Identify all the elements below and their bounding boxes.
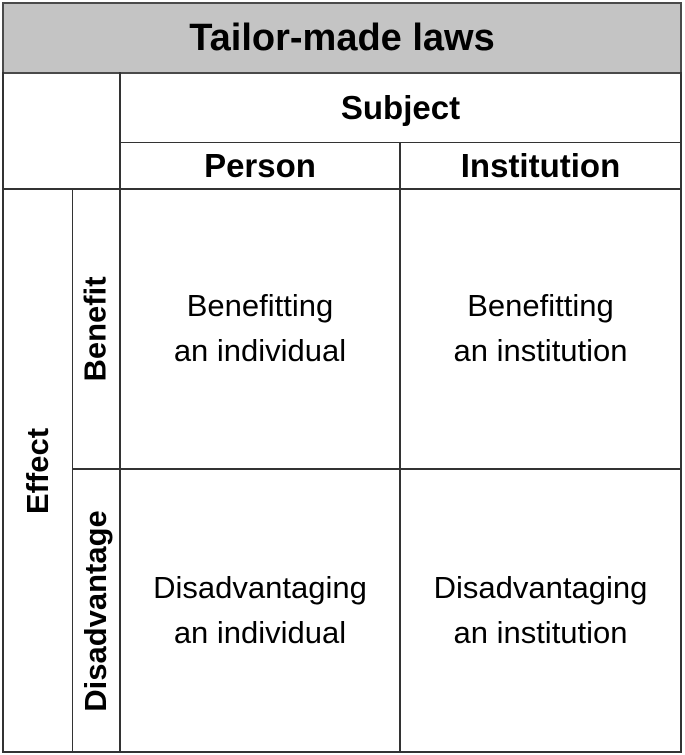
row-header-benefit-text: Benefit: [78, 276, 114, 382]
effect-axis-label: Effect: [4, 190, 72, 751]
outer-bottom-border: [2, 751, 682, 753]
row-divider: [72, 468, 682, 470]
row-header-benefit: Benefit: [73, 190, 119, 468]
effect-axis-text: Effect: [20, 427, 56, 514]
cell-disadvantage-person-line1: Disadvantaging: [153, 569, 367, 605]
subject-header-left-divider: [119, 72, 121, 753]
column-header-person: Person: [204, 146, 316, 184]
effect-label-divider: [72, 188, 73, 753]
cell-disadvantage-person: Disadvantaging an individual: [121, 470, 399, 751]
cell-benefit-person: Benefitting an individual: [121, 190, 399, 468]
matrix-title: Tailor-made laws: [2, 2, 682, 74]
cell-benefit-person-line1: Benefitting: [186, 288, 334, 324]
column-divider: [399, 142, 401, 753]
column-header-institution: Institution: [460, 146, 621, 184]
cell-disadvantage-person-line2: an individual: [173, 614, 347, 650]
outer-right-border: [680, 72, 682, 753]
cell-disadvantage-institution: Disadvantaging an institution: [401, 470, 680, 751]
row-header-disadvantage-text: Disadvantage: [78, 509, 114, 712]
header-bottom-divider: [2, 188, 682, 190]
cell-benefit-institution-line1: Benefitting: [467, 288, 614, 324]
outer-left-border: [2, 72, 4, 753]
cell-disadvantage-institution-line2: an institution: [453, 614, 628, 650]
cell-benefit-institution: Benefitting an institution: [401, 190, 680, 468]
cell-disadvantage-institution-line1: Disadvantaging: [433, 569, 648, 605]
cell-benefit-person-line2: an individual: [173, 333, 347, 368]
cell-benefit-institution-line2: an institution: [453, 333, 628, 368]
row-header-disadvantage: Disadvantage: [73, 470, 119, 751]
subject-axis-label: Subject: [340, 89, 461, 126]
